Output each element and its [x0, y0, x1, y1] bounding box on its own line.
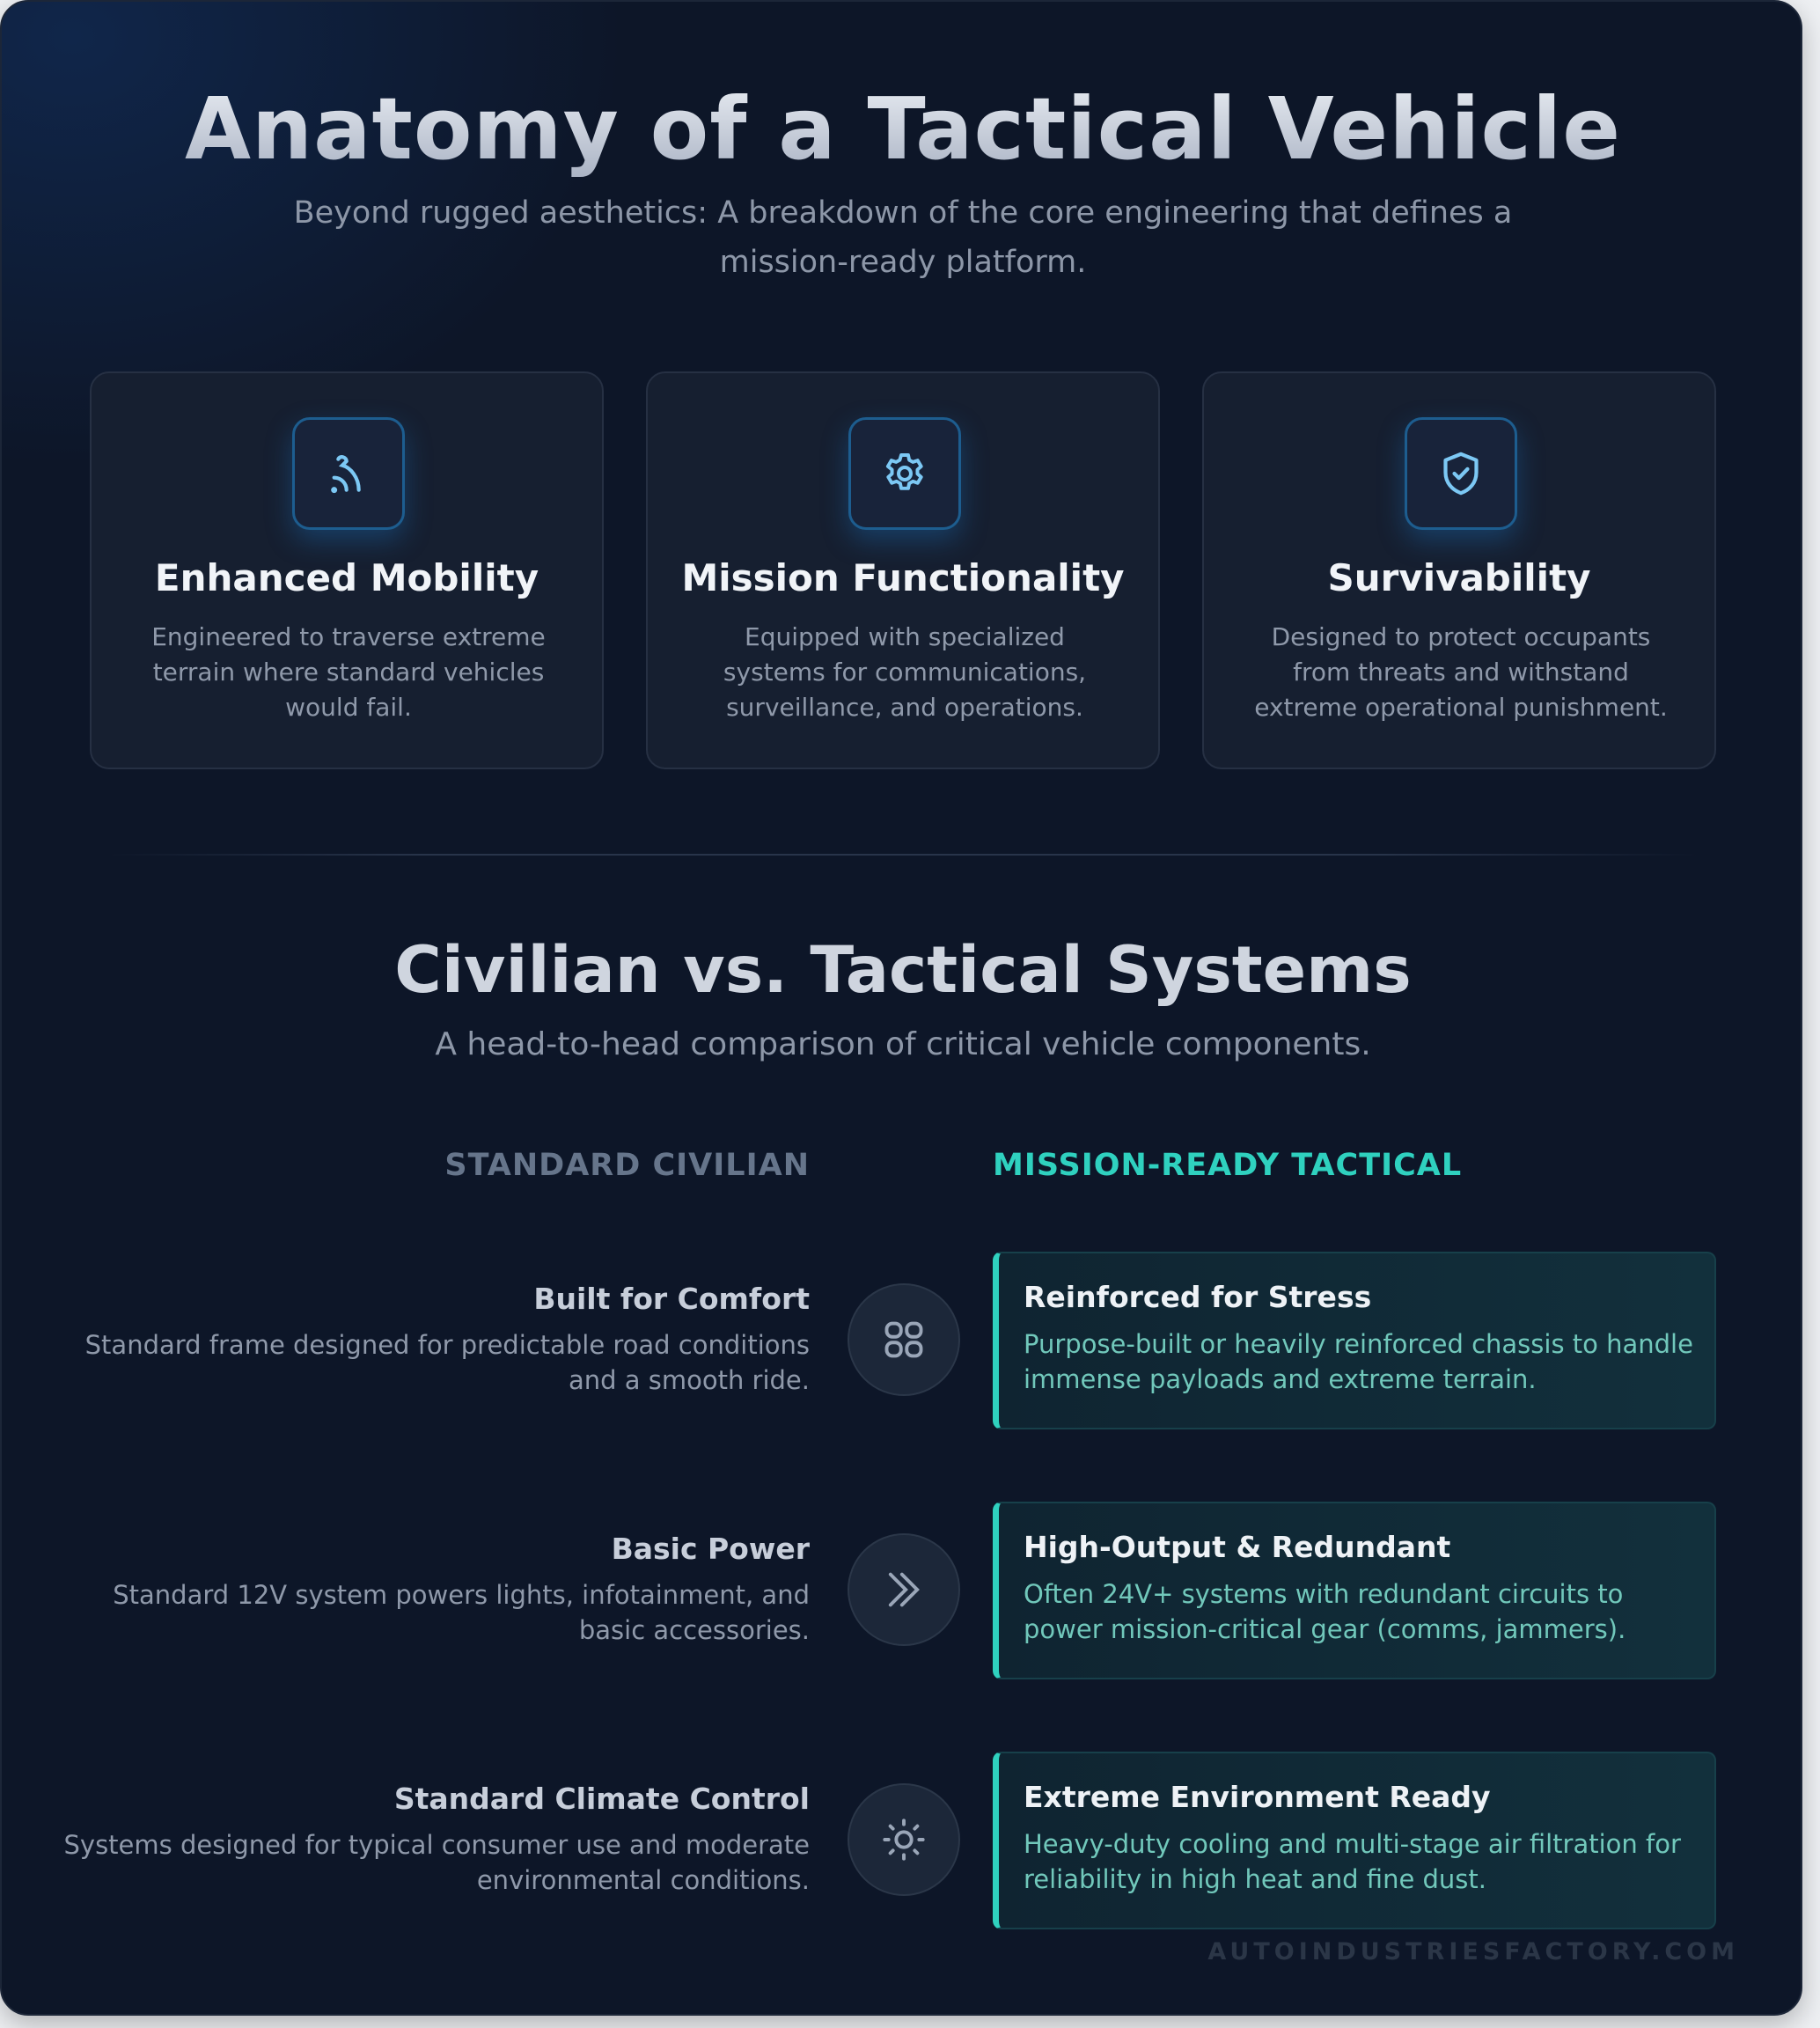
civilian-title: Standard Climate Control [393, 1782, 810, 1816]
tactical-card: Reinforced for Stress Purpose-built or h… [993, 1252, 1716, 1429]
pillar-title: Survivability [1327, 556, 1591, 599]
section-divider [107, 854, 1699, 856]
tactical-desc: Heavy-duty cooling and multi-stage air f… [1024, 1829, 1681, 1894]
pillar-title: Enhanced Mobility [154, 556, 539, 599]
chevrons-right-icon [848, 1533, 960, 1646]
civilian-desc: Systems designed for typical consumer us… [63, 1830, 811, 1895]
page-subtitle: Beyond rugged aesthetics: A breakdown of… [293, 195, 1513, 280]
civilian-title: Basic Power [611, 1532, 810, 1566]
pillar-card-mobility: Enhanced Mobility Engineered to traverse… [90, 371, 604, 769]
grid-icon [848, 1283, 960, 1396]
civilian-desc: Standard 12V system powers lights, infot… [113, 1580, 810, 1645]
tactical-card: High-Output & Redundant Often 24V+ syste… [993, 1502, 1716, 1679]
civilian-desc: Standard frame designed for predictable … [84, 1330, 810, 1395]
page-title: Anatomy of a Tactical Vehicle [2, 79, 1801, 179]
tactical-desc: Purpose-built or heavily reinforced chas… [1024, 1329, 1693, 1394]
pillar-desc: Equipped with specialized systems for co… [723, 622, 1087, 722]
mobility-icon [292, 417, 405, 530]
section-title: Civilian vs. Tactical Systems [394, 933, 1412, 1008]
civilian-column-header: STANDARD CIVILIAN [444, 1148, 810, 1183]
tactical-card: Extreme Environment Ready Heavy-duty coo… [993, 1752, 1716, 1929]
sun-icon [848, 1783, 960, 1896]
tactical-column-header: MISSION-READY TACTICAL [993, 1148, 1463, 1183]
pillar-desc: Designed to protect occupants from threa… [1254, 622, 1668, 722]
pillar-desc: Engineered to traverse extreme terrain w… [151, 622, 546, 722]
gear-icon [848, 417, 961, 530]
tactical-title: High-Output & Redundant [1024, 1530, 1451, 1564]
pillar-card-survivability: Survivability Designed to protect occupa… [1202, 371, 1716, 769]
civilian-title: Built for Comfort [533, 1282, 810, 1316]
section-subtitle: A head-to-head comparison of critical ve… [435, 1026, 1371, 1062]
tactical-desc: Often 24V+ systems with redundant circui… [1024, 1579, 1626, 1644]
tactical-title: Extreme Environment Ready [1024, 1780, 1491, 1814]
watermark: AUTOINDUSTRIESFACTORY.COM [1207, 1938, 1739, 1966]
shield-check-icon [1405, 417, 1517, 530]
pillar-title: Mission Functionality [681, 556, 1125, 599]
pillar-card-mission: Mission Functionality Equipped with spec… [646, 371, 1160, 769]
tactical-title: Reinforced for Stress [1024, 1280, 1372, 1314]
